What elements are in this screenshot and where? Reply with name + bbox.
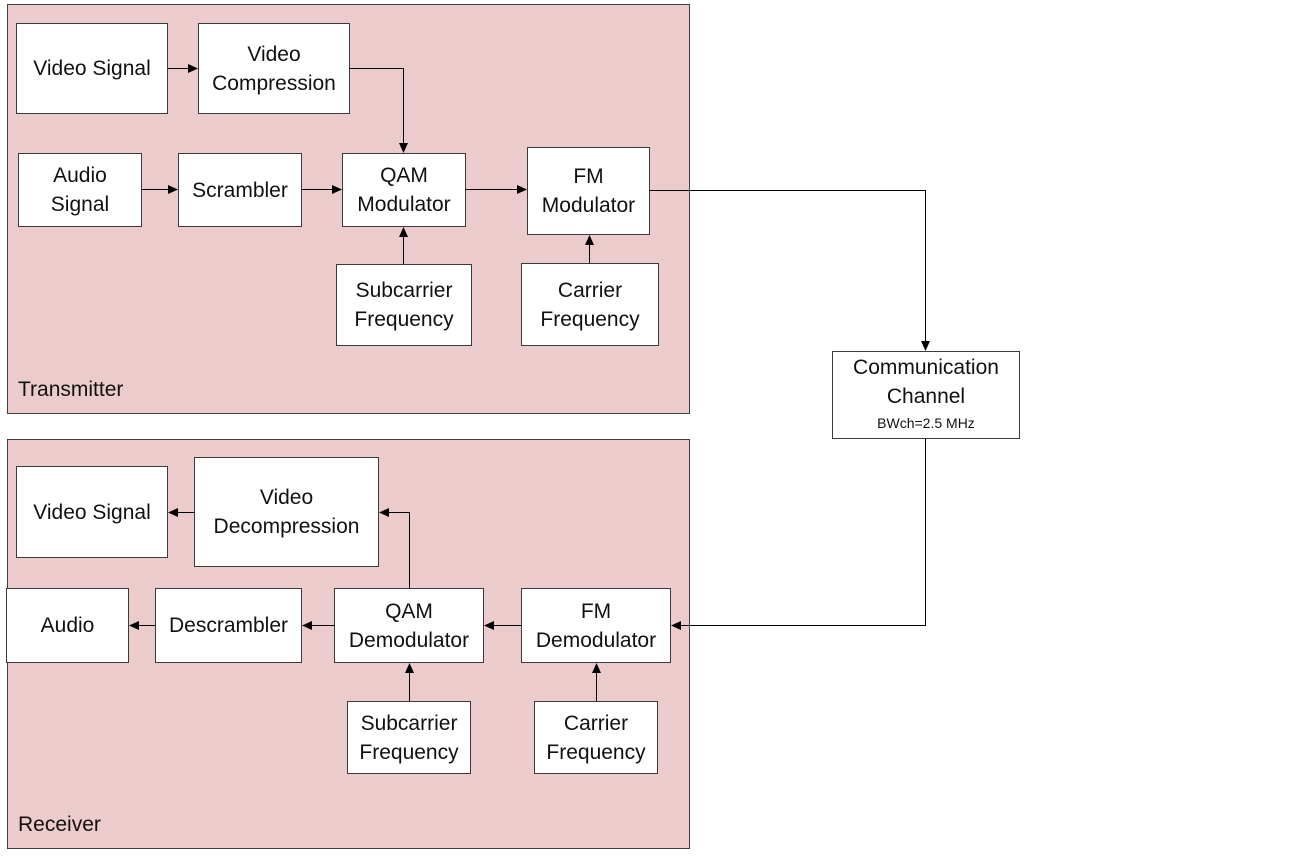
- tx-subcarrier-frequency-block: Subcarrier Frequency: [336, 264, 472, 346]
- communication-channel-block: Communication Channel BWch=2.5 MHz: [832, 351, 1020, 439]
- rx-subcarrier-frequency-block: Subcarrier Frequency: [347, 701, 471, 774]
- arrowhead-decompression-to-video: [168, 508, 178, 517]
- arrowhead-qam-to-fm: [517, 185, 527, 194]
- tx-qam-modulator-block: QAM Modulator: [342, 153, 466, 227]
- arrowhead-carrier-to-fm: [585, 235, 594, 245]
- arrowhead-qam-demod-to-descrambler: [302, 621, 312, 630]
- tx-scrambler-block: Scrambler: [178, 153, 302, 227]
- wire-channel-to-fm-demod: [681, 439, 926, 626]
- arrowhead-rx-carrier-to-fm-demod: [592, 663, 601, 673]
- channel-title: Communication Channel: [853, 356, 999, 408]
- tx-audio-signal-block: Audio Signal: [18, 153, 142, 227]
- channel-bandwidth: BWch=2.5 MHz: [877, 415, 975, 431]
- rx-video-signal-block: Video Signal: [16, 466, 168, 558]
- transmitter-label: Transmitter: [18, 378, 124, 401]
- arrowhead-descrambler-to-audio: [129, 621, 139, 630]
- tx-video-signal-block: Video Signal: [16, 23, 168, 114]
- tx-carrier-frequency-block: Carrier Frequency: [521, 263, 659, 346]
- arrowhead-audio-to-scrambler: [168, 185, 178, 194]
- rx-video-decompression-block: Video Decompression: [194, 457, 379, 567]
- tx-fm-modulator-block: FM Modulator: [527, 147, 650, 235]
- arrowhead-qam-demod-to-decompression: [379, 508, 389, 517]
- wire-qam-demod-to-decompression: [389, 512, 410, 588]
- arrowhead-channel-to-fm-demod: [671, 621, 681, 630]
- rx-carrier-frequency-block: Carrier Frequency: [534, 701, 658, 774]
- arrowhead-fm-to-channel: [921, 341, 930, 351]
- arrowhead-fm-demod-to-qam-demod: [484, 621, 494, 630]
- receiver-label: Receiver: [18, 813, 101, 836]
- wire-fm-to-channel: [650, 190, 926, 341]
- rx-fm-demodulator-block: FM Demodulator: [521, 588, 671, 663]
- arrowhead-video-to-compression: [188, 64, 198, 73]
- rx-audio-block: Audio: [6, 588, 129, 663]
- rx-descrambler-block: Descrambler: [155, 588, 302, 663]
- arrowhead-subcarrier-to-qam: [399, 227, 408, 237]
- rx-qam-demodulator-block: QAM Demodulator: [334, 588, 484, 663]
- tx-video-compression-block: Video Compression: [198, 23, 350, 114]
- arrowhead-compression-to-qam: [399, 143, 408, 153]
- arrowhead-scrambler-to-qam: [332, 185, 342, 194]
- wire-compression-to-qam: [350, 68, 404, 143]
- arrowhead-rx-subcarrier-to-qam-demod: [405, 663, 414, 673]
